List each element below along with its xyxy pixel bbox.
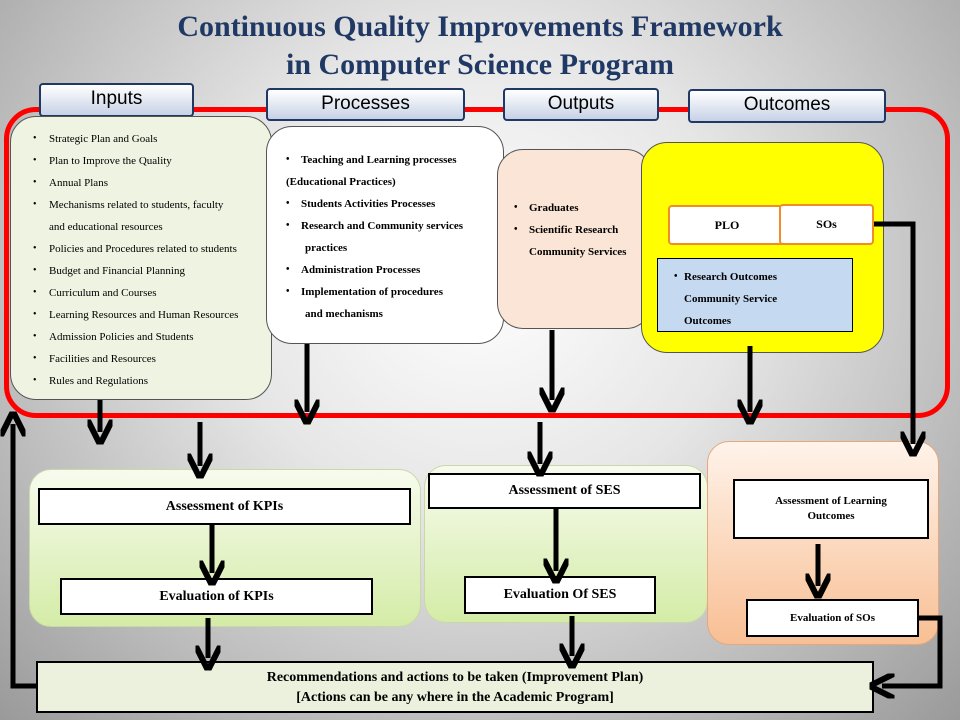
processes-item-continuation: (Educational Practices)	[286, 176, 396, 188]
inputs-item: Strategic Plan and Goals	[11, 128, 271, 150]
outputs-item-continuation: Community Services	[529, 246, 627, 258]
inputs-item: Budget and Financial Planning	[11, 260, 271, 282]
arrow-feedback-loop	[13, 424, 36, 689]
outcomes-item-continuation: Community Service	[684, 293, 778, 305]
assessment-kpis-box: Assessment of KPIs	[38, 488, 411, 525]
diagram-title-line1: Continuous Quality Improvements Framewor…	[177, 10, 783, 43]
plo-box: PLO	[668, 205, 786, 245]
outputs-card: Graduates Scientific Research Community …	[497, 149, 652, 329]
improvement-plan-line2: [Actions can be any where in the Academi…	[296, 690, 614, 705]
inputs-item: Policies and Procedures related to stude…	[11, 238, 271, 260]
processes-item: Research and Community services	[267, 215, 503, 237]
processes-item-continuation: practices	[305, 242, 348, 254]
inputs-item: Plan to Improve the Quality	[11, 150, 271, 172]
processes-card: Teaching and Learning processes (Educati…	[266, 126, 504, 344]
outcomes-item-continuation: Outcomes	[684, 315, 732, 327]
assessment-ses-box: Assessment of SES	[428, 473, 701, 509]
outputs-item: Scientific Research	[498, 219, 651, 241]
inputs-item: Rules and Regulations	[11, 370, 271, 392]
assessment-lo-line2: Outcomes	[807, 510, 855, 522]
outcomes-item: Research Outcomes	[658, 266, 852, 288]
assessment-lo-line1: Assessment of Learning	[775, 495, 887, 507]
processes-item: Students Activities Processes	[267, 193, 503, 215]
processes-item-continuation: and mechanisms	[305, 308, 383, 320]
inputs-item: Annual Plans	[11, 172, 271, 194]
inputs-item: Admission Policies and Students	[11, 326, 271, 348]
outputs-item: Graduates	[498, 197, 651, 219]
diagram-title-line2: in Computer Science Program	[286, 48, 674, 81]
inputs-item-continuation: and educational resources	[49, 221, 163, 233]
processes-item: Teaching and Learning processes	[267, 149, 503, 171]
inputs-item: Curriculum and Courses	[11, 282, 271, 304]
outcomes-header: Outcomes	[688, 89, 886, 123]
processes-item: Administration Processes	[267, 259, 503, 281]
processes-header: Processes	[266, 88, 465, 121]
assessment-learning-outcomes-box: Assessment of Learning Outcomes	[733, 479, 929, 539]
inputs-item: Mechanisms related to students, faculty	[11, 194, 271, 216]
inputs-card: Strategic Plan and Goals Plan to Improve…	[10, 116, 272, 400]
arrow-sos-to-learning	[874, 221, 913, 444]
improvement-plan-line1: Recommendations and actions to be taken …	[266, 670, 644, 685]
processes-item: Implementation of procedures	[267, 281, 503, 303]
evaluation-sos-box: Evaluation of SOs	[746, 599, 919, 637]
research-outcomes-box: Research Outcomes Community Service Outc…	[657, 258, 853, 332]
sos-box: SOs	[779, 204, 874, 245]
input-process-output-frame	[4, 107, 950, 418]
outputs-header: Outputs	[503, 88, 659, 121]
arrow-sos-eval-to-plan	[882, 615, 943, 686]
improvement-plan-box: Recommendations and actions to be taken …	[36, 661, 874, 713]
inputs-item: Facilities and Resources	[11, 348, 271, 370]
inputs-item: Learning Resources and Human Resources	[11, 304, 271, 326]
